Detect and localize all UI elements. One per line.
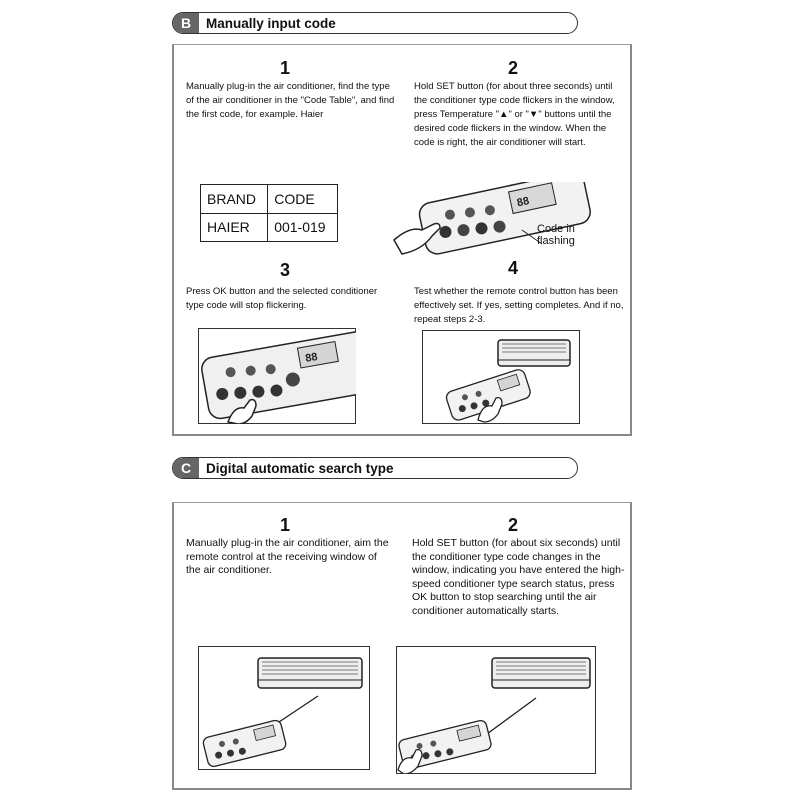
section-b-step-2-text: Hold SET button (for about three seconds… <box>414 81 615 148</box>
section-b-step-2-number: 2 <box>508 58 519 78</box>
section-b-step-3-number: 3 <box>280 260 291 280</box>
section-c-step-1-text: Manually plug-in the air conditioner, ai… <box>186 537 389 576</box>
code-table-row: HAIER 001-019 <box>199 212 338 242</box>
section-b-header: B Manually input code <box>172 12 578 34</box>
code-table-code-cell: 001-019 <box>267 212 338 242</box>
c-step-1-illustration-frame <box>198 646 370 770</box>
code-table-brand-header: BRAND <box>199 184 269 214</box>
callout-flashing: flashing <box>537 235 575 247</box>
section-b-step-1-text: Manually plug-in the air conditioner, fi… <box>186 81 395 120</box>
section-c-step-2-text: Hold SET button (for about six seconds) … <box>412 537 625 617</box>
section-b-panel <box>172 44 632 436</box>
svg-text:88: 88 <box>304 351 318 365</box>
section-b-step-4-number: 4 <box>508 258 519 278</box>
remote-hand-illustration: 88 <box>393 182 591 255</box>
section-c-step-1-number: 1 <box>280 515 291 535</box>
remote-ok-illustration: 88 <box>201 330 356 424</box>
ac-unit-remote-illustration <box>445 339 571 423</box>
callout-code-in: Code in <box>537 223 575 235</box>
c-step-2-illustration-frame <box>396 646 596 774</box>
section-b-step-3-text: Press OK button and the selected conditi… <box>186 286 378 311</box>
section-c-step-2-number: 2 <box>508 515 519 535</box>
section-c-letter: C <box>173 458 199 478</box>
section-b-step-1-number: 1 <box>280 58 291 78</box>
section-c-header: C Digital automatic search type <box>172 457 578 479</box>
code-table-brand-cell: HAIER <box>199 212 269 242</box>
section-b-step-4-text: Test whether the remote control button h… <box>414 286 624 325</box>
svg-text:88: 88 <box>516 195 530 209</box>
code-table-code-header: CODE <box>267 184 338 214</box>
code-table-header-row: BRAND CODE <box>199 184 338 214</box>
code-table: BRAND CODE HAIER 001-019 <box>199 184 338 242</box>
step-4-illustration-frame <box>422 330 580 424</box>
section-c-title: Digital automatic search type <box>206 460 394 476</box>
ac-aim-remote-illustration <box>202 657 363 768</box>
section-b-title: Manually input code <box>206 15 336 31</box>
section-c-panel <box>172 502 632 790</box>
section-b-letter: B <box>173 13 199 33</box>
ac-search-remote-illustration <box>397 657 591 774</box>
